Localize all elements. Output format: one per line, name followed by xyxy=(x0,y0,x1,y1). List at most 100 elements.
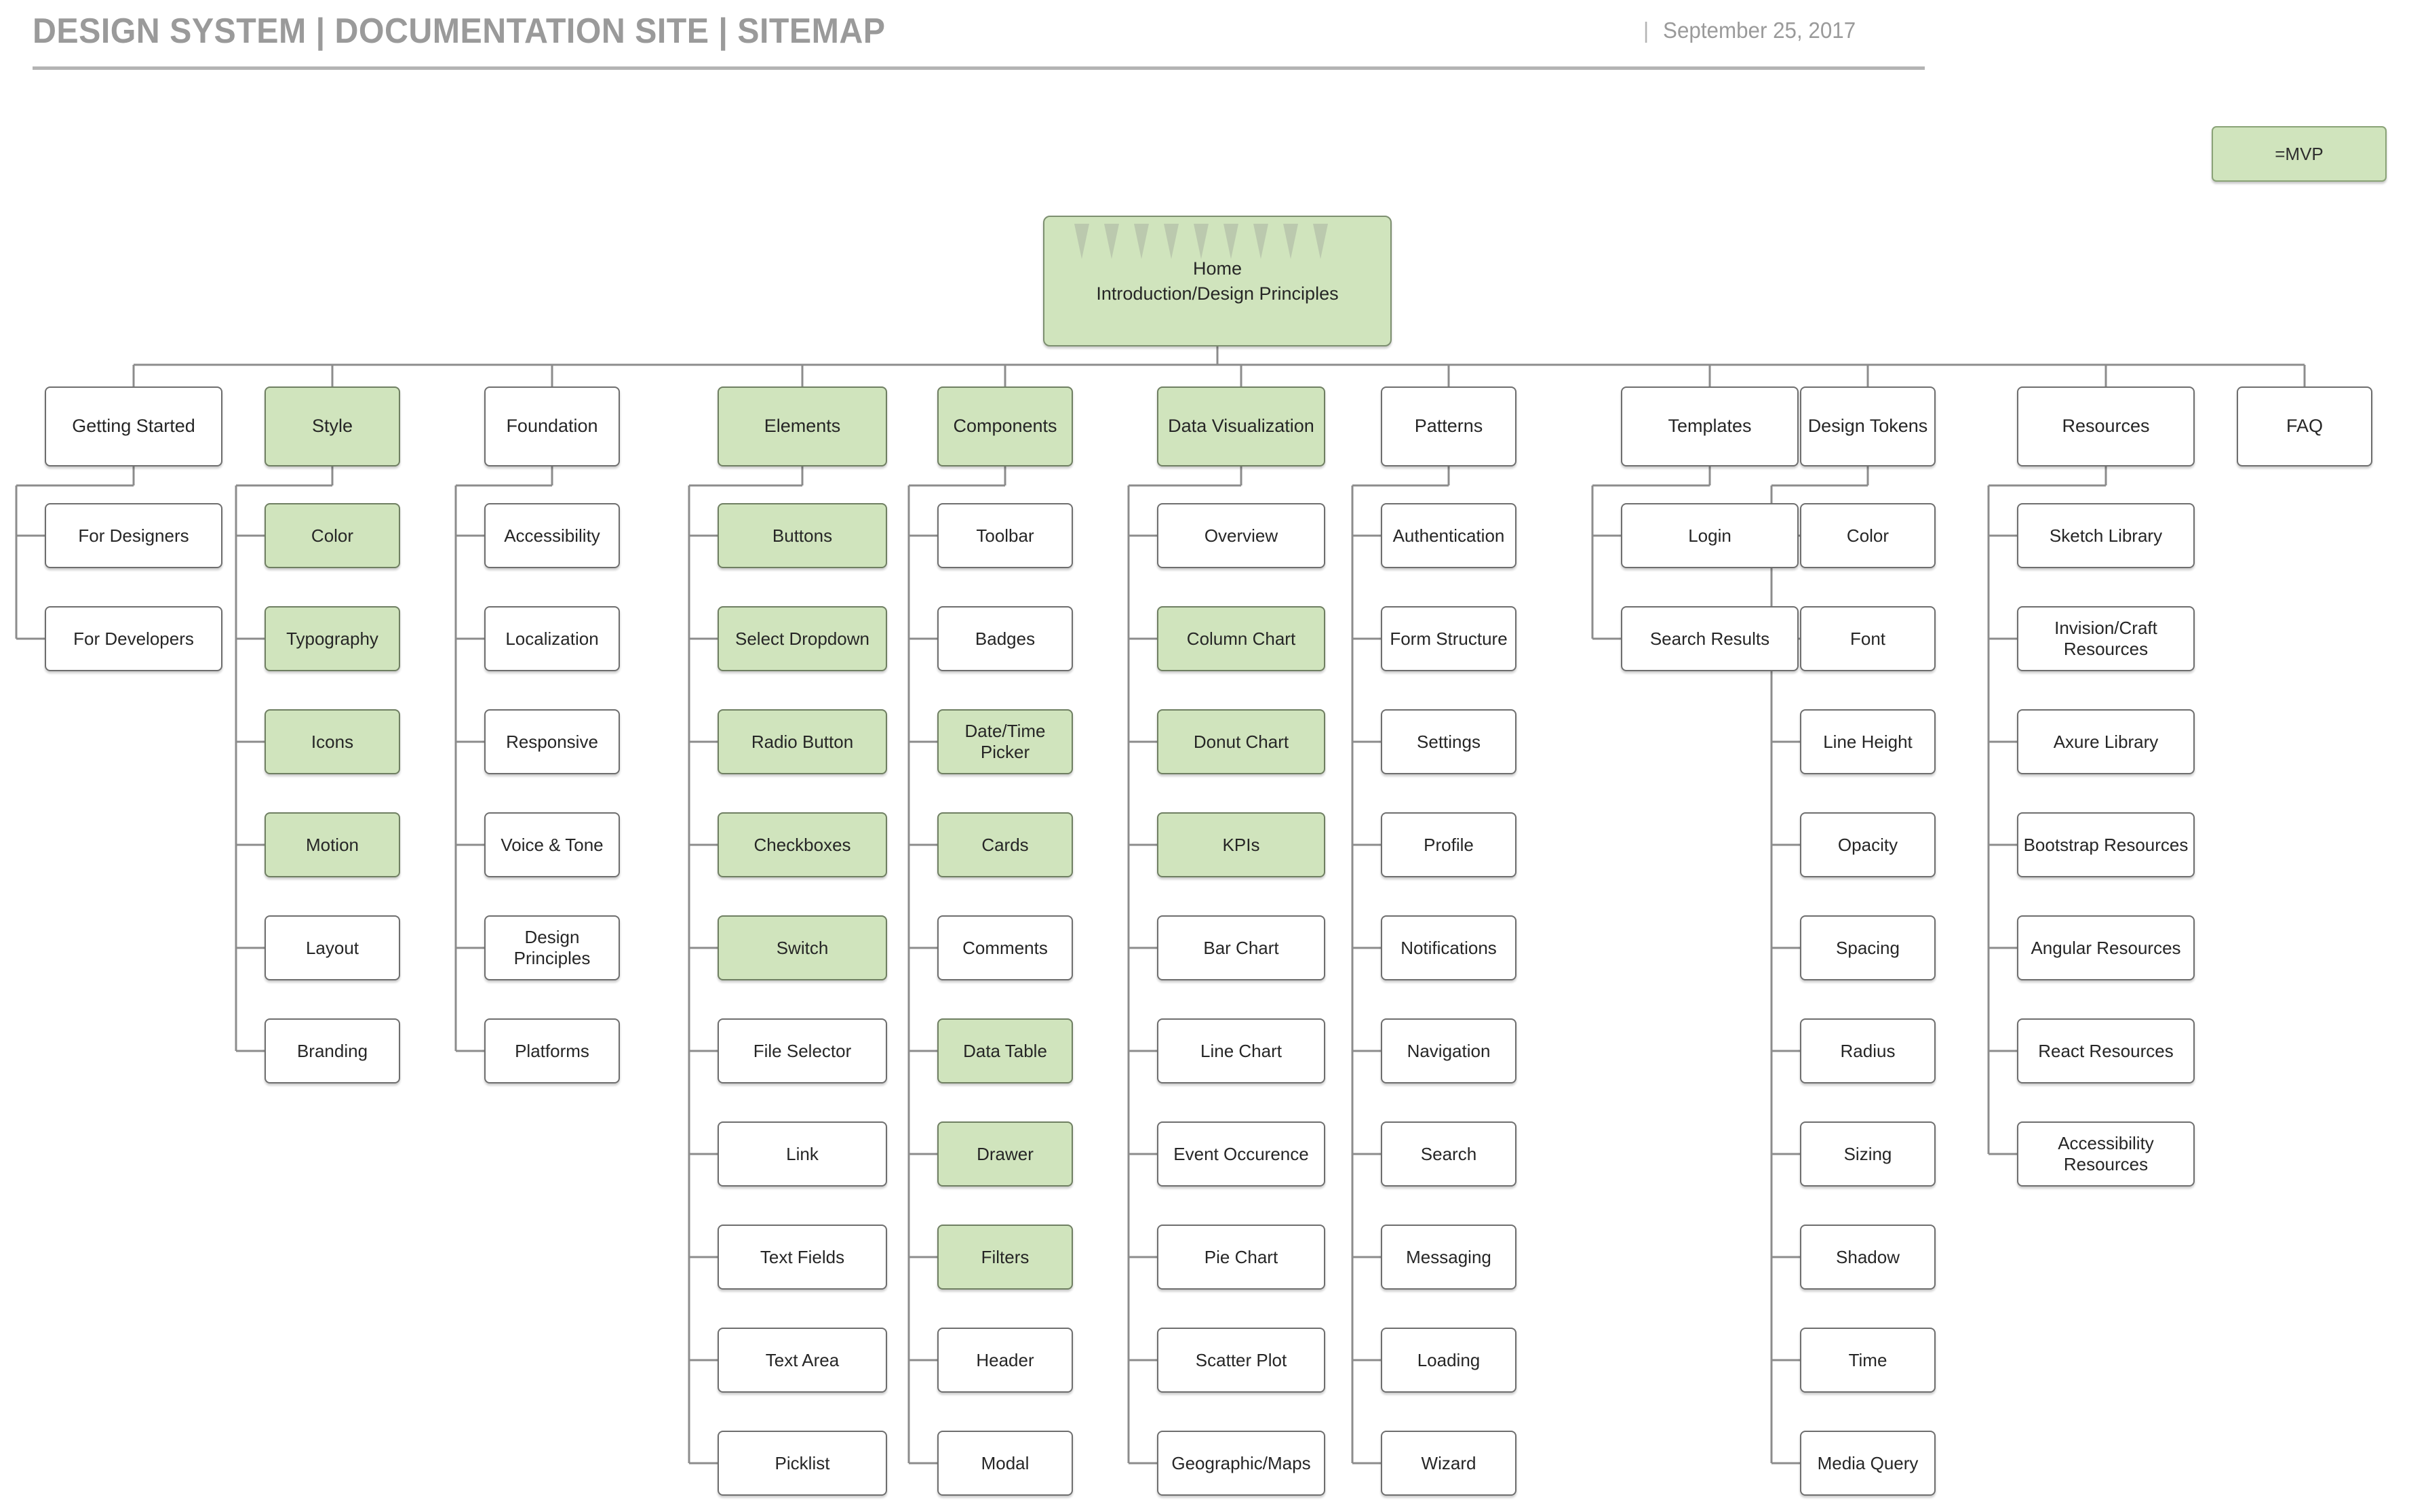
node-resources-bootstrap-resources[interactable]: Bootstrap Resources xyxy=(2017,812,2195,877)
node-elements-link[interactable]: Link xyxy=(718,1121,887,1187)
node-components-data-table[interactable]: Data Table xyxy=(937,1018,1073,1083)
node-patterns-notifications[interactable]: Notifications xyxy=(1381,915,1516,980)
node-faq[interactable]: FAQ xyxy=(2237,386,2372,466)
node-style-typography-label: Typography xyxy=(286,628,378,649)
node-patterns-search[interactable]: Search xyxy=(1381,1121,1516,1187)
node-design-tokens-time[interactable]: Time xyxy=(1800,1328,1936,1393)
node-data-visualization-line-chart[interactable]: Line Chart xyxy=(1157,1018,1325,1083)
node-elements-select-dropdown[interactable]: Select Dropdown xyxy=(718,606,887,671)
node-resources-axure-library[interactable]: Axure Library xyxy=(2017,709,2195,774)
node-foundation-voice-tone[interactable]: Voice & Tone xyxy=(484,812,620,877)
node-data-visualization-column-chart[interactable]: Column Chart xyxy=(1157,606,1325,671)
node-data-visualization-pie-chart-label: Pie Chart xyxy=(1204,1246,1278,1267)
node-components-date-time-picker[interactable]: Date/Time Picker xyxy=(937,709,1073,774)
node-style-branding[interactable]: Branding xyxy=(265,1018,400,1083)
node-data-visualization[interactable]: Data Visualization xyxy=(1157,386,1325,466)
node-style-color[interactable]: Color xyxy=(265,503,400,568)
node-data-visualization-pie-chart[interactable]: Pie Chart xyxy=(1157,1225,1325,1290)
node-data-visualization-geographic-maps[interactable]: Geographic/Maps xyxy=(1157,1431,1325,1496)
node-design-tokens[interactable]: Design Tokens xyxy=(1800,386,1936,466)
node-data-visualization-kpis[interactable]: KPIs xyxy=(1157,812,1325,877)
node-elements-file-selector[interactable]: File Selector xyxy=(718,1018,887,1083)
node-patterns-wizard[interactable]: Wizard xyxy=(1381,1431,1516,1496)
node-templates-search-results[interactable]: Search Results xyxy=(1621,606,1799,671)
node-patterns-navigation[interactable]: Navigation xyxy=(1381,1018,1516,1083)
node-elements-text-fields[interactable]: Text Fields xyxy=(718,1225,887,1290)
node-components-drawer[interactable]: Drawer xyxy=(937,1121,1073,1187)
node-foundation-responsive[interactable]: Responsive xyxy=(484,709,620,774)
node-components-header-label: Header xyxy=(976,1349,1034,1370)
node-getting-started-for-designers[interactable]: For Designers xyxy=(45,503,222,568)
node-data-visualization-scatter-plot-label: Scatter Plot xyxy=(1195,1349,1287,1370)
node-design-tokens-media-query[interactable]: Media Query xyxy=(1800,1431,1936,1496)
node-components-header[interactable]: Header xyxy=(937,1328,1073,1393)
node-resources-sketch-library[interactable]: Sketch Library xyxy=(2017,503,2195,568)
node-foundation-voice-tone-label: Voice & Tone xyxy=(501,834,604,855)
node-design-tokens-radius[interactable]: Radius xyxy=(1800,1018,1936,1083)
node-components[interactable]: Components xyxy=(937,386,1073,466)
node-components-date-time-picker-label: Date/Time Picker xyxy=(964,721,1046,762)
node-design-tokens-spacing[interactable]: Spacing xyxy=(1800,915,1936,980)
node-patterns-messaging[interactable]: Messaging xyxy=(1381,1225,1516,1290)
node-resources-angular-resources-label: Angular Resources xyxy=(2031,937,2181,958)
node-design-tokens-shadow[interactable]: Shadow xyxy=(1800,1225,1936,1290)
node-patterns-authentication[interactable]: Authentication xyxy=(1381,503,1516,568)
node-resources-react-resources[interactable]: React Resources xyxy=(2017,1018,2195,1083)
node-components-comments[interactable]: Comments xyxy=(937,915,1073,980)
node-foundation-accessibility[interactable]: Accessibility xyxy=(484,503,620,568)
node-data-visualization-scatter-plot[interactable]: Scatter Plot xyxy=(1157,1328,1325,1393)
node-design-tokens-opacity[interactable]: Opacity xyxy=(1800,812,1936,877)
node-resources-invision-craft-resources[interactable]: Invision/Craft Resources xyxy=(2017,606,2195,671)
node-resources-accessibility-resources[interactable]: Accessibility Resources xyxy=(2017,1121,2195,1187)
node-getting-started-for-developers[interactable]: For Developers xyxy=(45,606,222,671)
node-templates-login[interactable]: Login xyxy=(1621,503,1799,568)
node-style-layout[interactable]: Layout xyxy=(265,915,400,980)
node-design-tokens-sizing[interactable]: Sizing xyxy=(1800,1121,1936,1187)
node-resources-invision-craft-resources-label: Invision/Craft Resources xyxy=(2054,618,2157,659)
node-elements-switch[interactable]: Switch xyxy=(718,915,887,980)
node-elements[interactable]: Elements xyxy=(718,386,887,466)
node-resources[interactable]: Resources xyxy=(2017,386,2195,466)
node-data-visualization-bar-chart[interactable]: Bar Chart xyxy=(1157,915,1325,980)
node-components-cards[interactable]: Cards xyxy=(937,812,1073,877)
node-elements-text-area[interactable]: Text Area xyxy=(718,1328,887,1393)
node-elements-buttons[interactable]: Buttons xyxy=(718,503,887,568)
node-foundation[interactable]: Foundation xyxy=(484,386,620,466)
node-patterns-profile[interactable]: Profile xyxy=(1381,812,1516,877)
node-patterns-settings[interactable]: Settings xyxy=(1381,709,1516,774)
node-style-motion[interactable]: Motion xyxy=(265,812,400,877)
node-patterns-loading-label: Loading xyxy=(1417,1349,1481,1370)
node-resources-angular-resources[interactable]: Angular Resources xyxy=(2017,915,2195,980)
node-data-visualization-overview[interactable]: Overview xyxy=(1157,503,1325,568)
node-elements-checkboxes-label: Checkboxes xyxy=(753,834,851,855)
node-components-badges-label: Badges xyxy=(975,628,1036,649)
node-style-typography[interactable]: Typography xyxy=(265,606,400,671)
node-foundation-design-principles[interactable]: Design Principles xyxy=(484,915,620,980)
node-foundation-platforms[interactable]: Platforms xyxy=(484,1018,620,1083)
node-design-tokens-color[interactable]: Color xyxy=(1800,503,1936,568)
node-data-visualization-event-occurence[interactable]: Event Occurence xyxy=(1157,1121,1325,1187)
node-elements-select-dropdown-label: Select Dropdown xyxy=(735,628,869,649)
node-components-modal[interactable]: Modal xyxy=(937,1431,1073,1496)
node-templates[interactable]: Templates xyxy=(1621,386,1799,466)
node-design-tokens-font[interactable]: Font xyxy=(1800,606,1936,671)
node-elements-checkboxes[interactable]: Checkboxes xyxy=(718,812,887,877)
node-getting-started[interactable]: Getting Started xyxy=(45,386,222,466)
node-components-badges[interactable]: Badges xyxy=(937,606,1073,671)
node-components-filters[interactable]: Filters xyxy=(937,1225,1073,1290)
node-components-toolbar[interactable]: Toolbar xyxy=(937,503,1073,568)
node-templates-label: Templates xyxy=(1668,416,1752,437)
node-style[interactable]: Style xyxy=(265,386,400,466)
node-elements-radio-button[interactable]: Radio Button xyxy=(718,709,887,774)
node-patterns-form-structure-label: Form Structure xyxy=(1390,628,1508,649)
node-patterns-loading[interactable]: Loading xyxy=(1381,1328,1516,1393)
node-patterns-form-structure[interactable]: Form Structure xyxy=(1381,606,1516,671)
node-elements-picklist[interactable]: Picklist xyxy=(718,1431,887,1496)
node-style-icons[interactable]: Icons xyxy=(265,709,400,774)
node-data-visualization-overview-label: Overview xyxy=(1204,525,1278,546)
node-data-visualization-donut-chart[interactable]: Donut Chart xyxy=(1157,709,1325,774)
node-patterns[interactable]: Patterns xyxy=(1381,386,1516,466)
node-design-tokens-line-height[interactable]: Line Height xyxy=(1800,709,1936,774)
node-foundation-localization[interactable]: Localization xyxy=(484,606,620,671)
